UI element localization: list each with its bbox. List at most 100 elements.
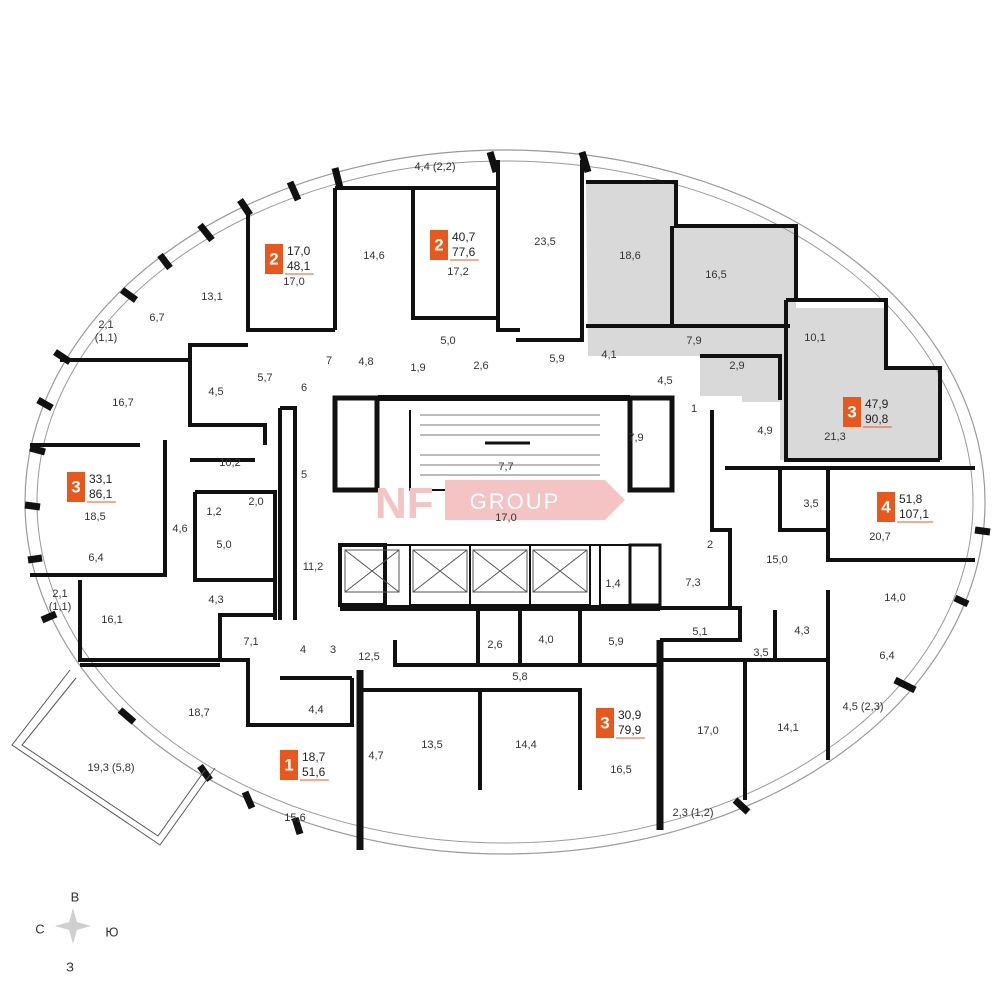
room-area-label: 2,0 <box>248 496 263 508</box>
room-area-label: 15,0 <box>766 554 787 566</box>
room-area-label: 2,3 (1,2) <box>673 807 714 819</box>
apartment-total-area: 107,1 <box>899 507 929 521</box>
room-area-label: 3,5 <box>803 498 818 510</box>
room-area-label: 23,5 <box>534 236 555 248</box>
room-area-label: 4,7 <box>368 750 383 762</box>
room-area-label: 18,6 <box>619 250 640 262</box>
room-area-label: 4,0 <box>538 634 553 646</box>
room-area-label: 4,3 <box>208 594 223 606</box>
room-area-label: 16,5 <box>705 269 726 281</box>
room-area-label: 5,0 <box>216 539 231 551</box>
room-area-label: 13,1 <box>201 291 222 303</box>
room-area-label: 10,1 <box>804 332 825 344</box>
apartment-living-area: 40,7 <box>452 230 476 244</box>
building-outline <box>24 149 986 855</box>
apartment-rooms: 3 <box>71 477 80 496</box>
apartment-total-area: 51,6 <box>302 765 326 779</box>
apartment-rooms: 2 <box>269 249 278 268</box>
apartment-rooms: 3 <box>847 402 856 421</box>
room-area-label: 7,9 <box>686 335 701 347</box>
room-area-label: 7,1 <box>243 636 258 648</box>
balcony <box>11 669 216 846</box>
apartment-total-area: 48,1 <box>287 259 311 273</box>
room-area-label: 2,9 <box>729 360 744 372</box>
room-area-label: 18,5 <box>84 511 105 523</box>
room-area-label: 17,0 <box>495 512 516 524</box>
room-area-label: 4 <box>300 644 306 656</box>
compass-north: В <box>71 889 80 904</box>
apartment-living-area: 30,9 <box>618 708 642 722</box>
room-area-label: 1,2 <box>206 506 221 518</box>
room-area-label: 15,6 <box>284 812 305 824</box>
apartment-badge-apt-d[interactable]: 3 33,186,1 <box>67 472 116 503</box>
room-area-label: 4,5 <box>657 375 672 387</box>
apartment-badge-apt-a[interactable]: 2 17,048,1 <box>265 244 314 275</box>
room-area-label: 6,4 <box>88 552 103 564</box>
room-area-label: 11,2 <box>303 561 324 573</box>
room-area-label: 5,0 <box>440 335 455 347</box>
room-area-label: 5,9 <box>608 636 623 648</box>
apartment-total-area: 77,6 <box>452 245 476 259</box>
room-area-label: 13,5 <box>421 739 442 751</box>
room-area-label: 4,5 (2,3) <box>843 701 884 713</box>
room-area-label: 4,9 <box>757 425 772 437</box>
room-area-label: 20,7 <box>869 531 890 543</box>
room-area-label: 16,7 <box>112 397 133 409</box>
apartment-living-area: 18,7 <box>302 750 326 764</box>
stairs <box>420 414 605 484</box>
area-labels: 4,4 (2,2)23,518,616,510,114,617,217,013,… <box>49 161 906 824</box>
room-area-label: 16,5 <box>610 764 631 776</box>
room-area-label: 4,1 <box>601 349 616 361</box>
room-area-label: 12,5 <box>358 651 379 663</box>
room-area-label: 6,7 <box>149 312 164 324</box>
logo: NF GROUP <box>375 479 625 528</box>
room-area-label: 6 <box>301 382 307 394</box>
room-area-label: 21,3 <box>824 431 845 443</box>
room-area-label: 4,6 <box>172 523 187 535</box>
room-area-label: 4,3 <box>794 625 809 637</box>
room-area-label: 2 <box>707 539 713 551</box>
svg-text:NF: NF <box>375 479 434 528</box>
highlighted-apartment[interactable] <box>586 182 940 460</box>
room-area-label: 4,4 <box>308 704 323 716</box>
room-area-label: 14,1 <box>777 722 798 734</box>
apartment-total-area: 86,1 <box>89 487 113 501</box>
apartment-total-area: 79,9 <box>618 723 642 737</box>
apartment-living-area: 51,8 <box>899 492 923 506</box>
room-area-label: 17,0 <box>697 725 718 737</box>
room-area-label: 17,2 <box>447 266 468 278</box>
room-area-label: 4,5 <box>208 386 223 398</box>
room-area-label: 7,3 <box>685 577 700 589</box>
compass-south: З <box>66 959 74 974</box>
room-area-label: 7 <box>326 355 332 367</box>
compass-east: Ю <box>105 924 118 939</box>
apartment-living-area: 33,1 <box>89 472 113 486</box>
room-area-label: 2,6 <box>487 639 502 651</box>
apartment-living-area: 47,9 <box>865 397 889 411</box>
room-area-label: 5,7 <box>257 372 272 384</box>
room-area-label: 3 <box>330 644 336 656</box>
room-area-label: 1,9 <box>410 362 425 374</box>
room-area-label: 5 <box>301 469 307 481</box>
room-area-label: 5,9 <box>549 353 564 365</box>
room-area-label: 1 <box>691 403 697 415</box>
room-area-label: 14,6 <box>363 250 384 262</box>
room-area-label: 19,3 (5,8) <box>87 762 134 774</box>
room-area-label: 2,6 <box>473 360 488 372</box>
compass: В С Ю З <box>35 889 118 974</box>
room-area-label: 10,2 <box>219 457 240 469</box>
room-area-label: 7,9 <box>628 432 643 444</box>
room-area-label: 7,7 <box>498 461 513 473</box>
apartment-rooms: 4 <box>881 497 891 516</box>
room-area-label: 2,1(1,1) <box>49 588 72 613</box>
apartment-living-area: 17,0 <box>287 244 311 258</box>
room-area-label: 17,0 <box>283 276 304 288</box>
room-area-label: 6,4 <box>879 650 894 662</box>
room-area-label: 5,1 <box>692 626 707 638</box>
